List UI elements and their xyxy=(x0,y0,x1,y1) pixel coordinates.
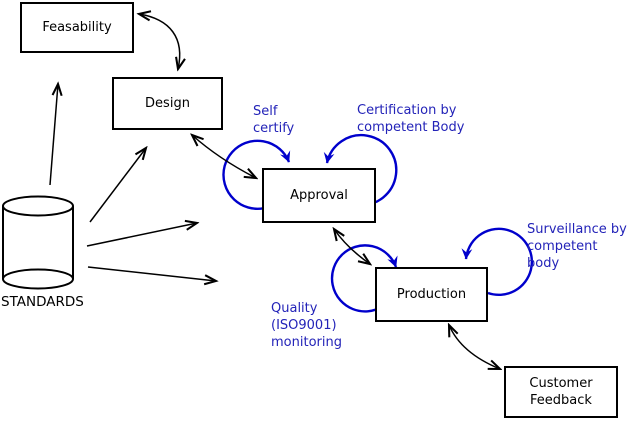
annotation-quality-monitoring: Quality (ISO9001) monitoring xyxy=(271,301,342,350)
arrow-standards-to-feasability xyxy=(49,84,58,186)
arrow-feasability-design xyxy=(139,14,180,69)
node-production: Production xyxy=(375,267,488,322)
node-design-label: Design xyxy=(145,96,190,111)
standards-label: STANDARDS xyxy=(1,294,84,310)
node-approval: Approval xyxy=(262,168,376,223)
node-production-label: Production xyxy=(396,287,467,302)
loop-certification xyxy=(323,133,398,207)
arrow-standards-to-production xyxy=(87,266,216,281)
node-feasability-label: Feasability xyxy=(42,20,112,35)
loop-surveillance xyxy=(461,227,534,296)
arrow-approval-production xyxy=(334,229,370,264)
node-customer-feedback: Customer Feedback xyxy=(504,366,618,418)
node-approval-label: Approval xyxy=(290,188,348,203)
arrow-design-approval xyxy=(192,135,256,178)
arrow-production-customer-feedback xyxy=(449,325,500,369)
annotation-certification: Certification by competent Body xyxy=(357,103,465,135)
node-feasability: Feasability xyxy=(20,2,134,53)
node-customer-feedback-label: Customer Feedback xyxy=(529,376,593,408)
annotation-surveillance: Surveillance by competent body xyxy=(527,222,627,271)
annotation-self-certify: Self certify xyxy=(253,104,295,136)
node-design: Design xyxy=(112,77,223,130)
arrow-standards-to-approval xyxy=(86,223,197,247)
arrow-standards-to-design xyxy=(89,148,146,223)
standards-cylinder-icon xyxy=(2,195,74,290)
